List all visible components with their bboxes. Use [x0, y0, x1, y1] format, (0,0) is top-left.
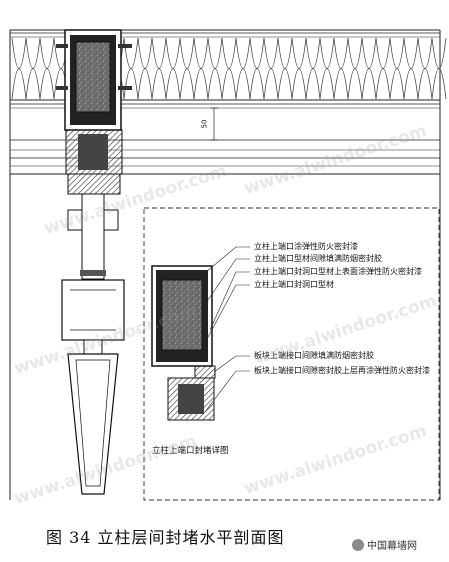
callout-label: 板块上端接口间隙密封胶上层再涂弹性防火密封漆 [254, 366, 430, 375]
brand-name: 中国幕墙网 [367, 541, 417, 552]
mullion-lower [61, 193, 125, 495]
dimension-label: 50 [200, 119, 209, 129]
figure-caption: 图 34 立柱层间封堵水平剖面图 [46, 528, 285, 547]
wechat-icon [352, 539, 364, 551]
brand-badge: 中国幕墙网 [352, 537, 417, 552]
dimension-line [210, 107, 218, 141]
callout-label: 立柱上端口封洞口型材 [254, 280, 334, 289]
callout-label: 立柱上端口型材间隙填满防烟密封胶 [254, 254, 382, 263]
detail-title: 立柱上端口封堵详图 [152, 446, 229, 456]
mullion-upper [56, 29, 132, 195]
callout-label: 立柱上端口封洞口型材上表面涂弹性防火密封漆 [254, 267, 422, 276]
detail-mullion-cap [151, 265, 216, 421]
callout-leaders [199, 246, 250, 413]
detail-frame [143, 207, 440, 501]
callout-label: 立柱上端口涂弹性防火密封漆 [254, 242, 358, 251]
callout-label: 板块上端接口间隙填满防烟密封胶 [254, 351, 374, 360]
